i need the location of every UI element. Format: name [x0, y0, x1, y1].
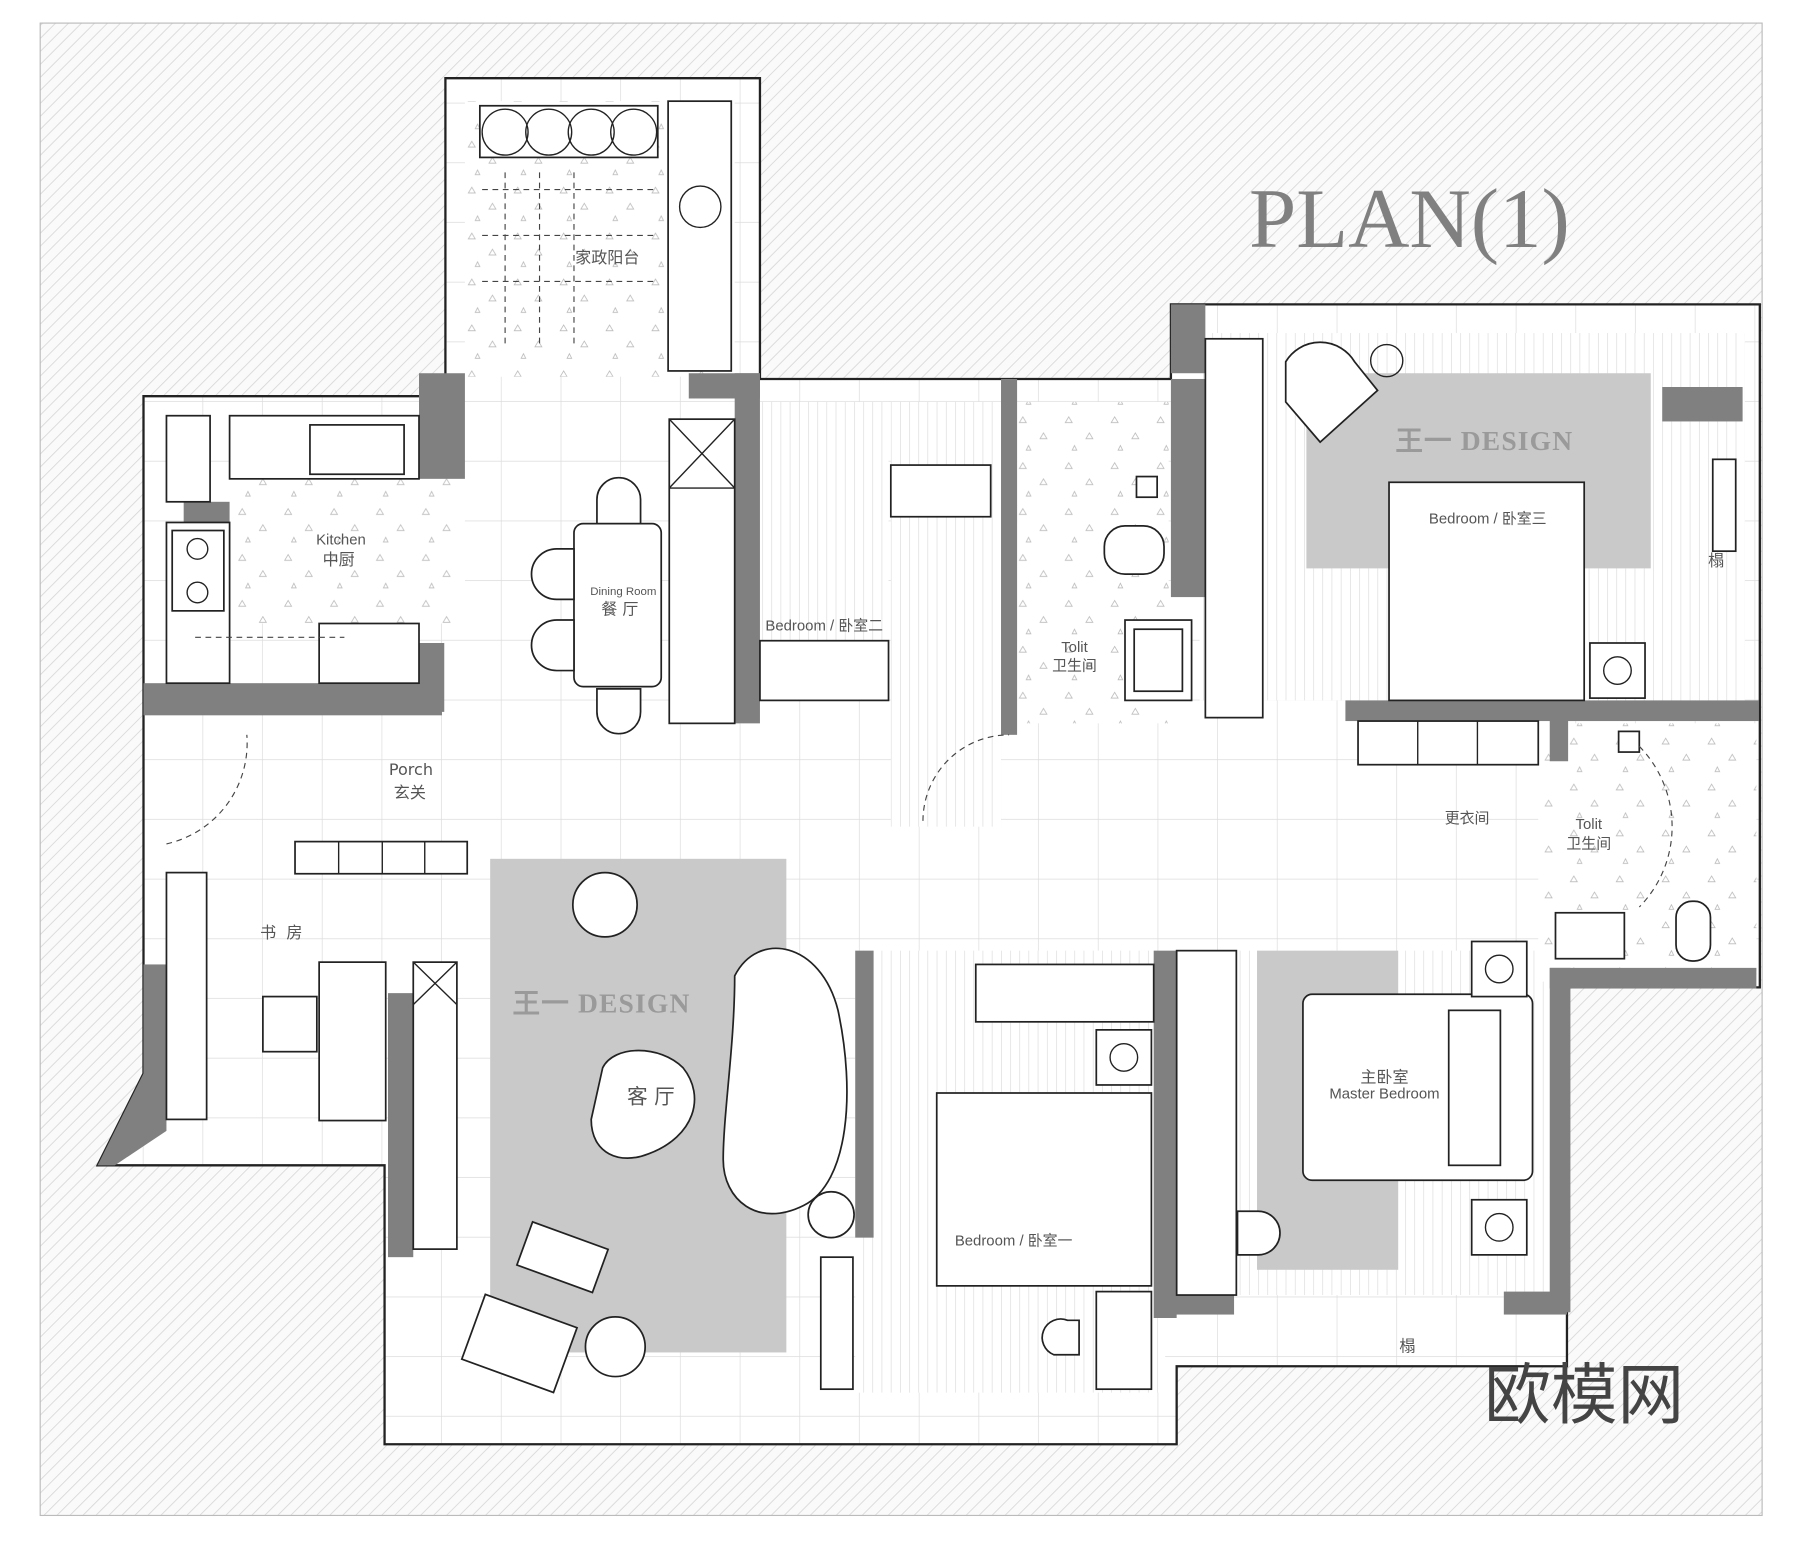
toilet1-label-en: Tolit — [1061, 639, 1088, 656]
master-daybed-label: 榻 — [1399, 1336, 1415, 1355]
study-furniture — [165, 871, 458, 1250]
bedroom3-brand: 王一 DESIGN — [1395, 425, 1573, 456]
bedroom3-daybed-label: 榻 — [1708, 551, 1724, 570]
bedroom1-label: Bedroom / 卧室一 — [955, 1233, 1073, 1250]
kitchen-label-en: Kitchen — [316, 531, 366, 548]
dining-set[interactable] — [530, 476, 663, 735]
wardrobe[interactable] — [668, 418, 736, 725]
kitchen-cabinets — [165, 414, 420, 685]
toilet1-fixtures — [1103, 475, 1193, 702]
shoe-cabinet[interactable] — [294, 840, 469, 875]
master-label-cn: 主卧室 — [1360, 1068, 1408, 1087]
living-brand: 王一 DESIGN — [513, 988, 691, 1019]
master-label-en: Master Bedroom — [1329, 1086, 1439, 1103]
kitchen-label-cn: 中厨 — [323, 550, 355, 569]
master-furniture[interactable] — [1175, 940, 1534, 1296]
bedroom1-furniture[interactable] — [935, 963, 1155, 1391]
study-label: 书 房 — [260, 923, 302, 942]
bedroom3-rug — [1306, 373, 1651, 569]
balcony-label: 家政阳台 — [575, 248, 639, 267]
walls — [97, 304, 1759, 1319]
living-furniture[interactable] — [460, 871, 855, 1394]
porch-label-cn: 玄关 — [394, 783, 426, 802]
entry-door-swing — [166, 734, 248, 845]
toilet1-label-cn: 卫生间 — [1052, 658, 1097, 675]
bedroom2-desk[interactable] — [889, 464, 992, 518]
bedroom3-furniture — [1204, 337, 1737, 719]
toilet2-label-en: Tolit — [1576, 816, 1603, 833]
dining-label-cn: 餐 厅 — [601, 599, 638, 618]
balcony-furniture — [478, 100, 733, 372]
plan-title: PLAN(1) — [1249, 172, 1570, 266]
living-label: 客 厅 — [627, 1084, 675, 1108]
watermark-logo: 欧模网 — [1484, 1356, 1684, 1434]
bedroom2-door-swing — [922, 734, 1010, 821]
closet-units — [1357, 720, 1712, 962]
porch-label-en: Porch — [389, 760, 433, 779]
kitchen-floor — [229, 476, 465, 624]
bedroom2-label: Bedroom / 卧室二 — [765, 617, 883, 634]
bedroom2-cabinet[interactable] — [759, 639, 890, 702]
bedroom3-label: Bedroom / 卧室三 — [1429, 511, 1547, 528]
closet-label: 更衣间 — [1445, 810, 1490, 827]
toilet2-label-cn: 卫生间 — [1566, 835, 1611, 852]
dining-label-en: Dining Room — [590, 586, 656, 598]
